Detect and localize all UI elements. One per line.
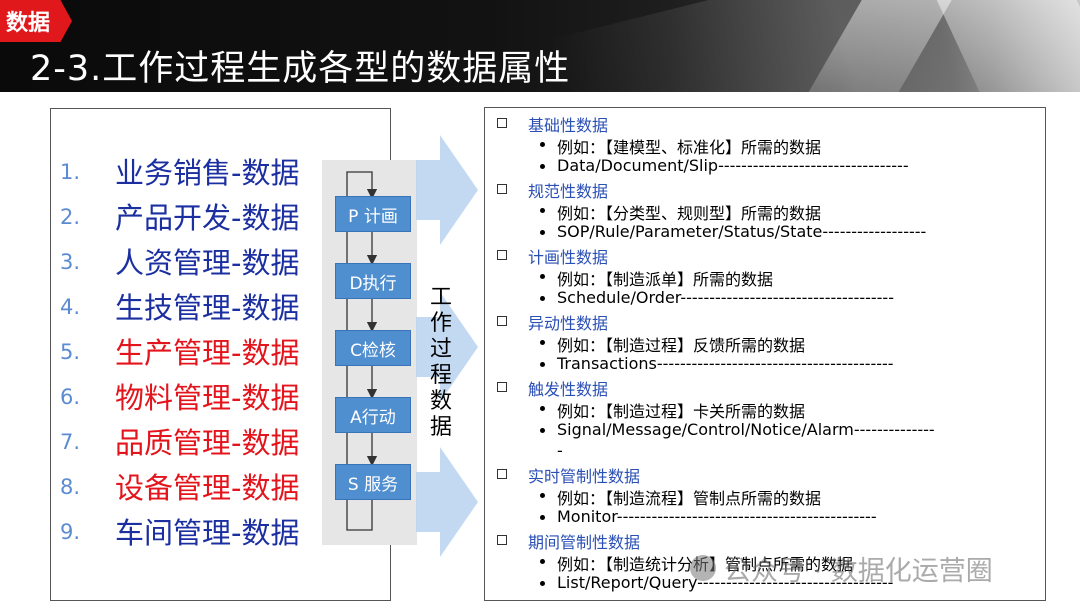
category-example: 例如：【建模型、标准化】所需的数据: [557, 138, 822, 157]
step-plan: P 计画: [335, 196, 411, 232]
bullet-icon: [540, 340, 545, 345]
department-label: 物料管理-数据: [115, 381, 300, 415]
category-example: 例如：【制造过程】反馈所需的数据: [557, 336, 806, 355]
department-number: 2.: [60, 205, 81, 229]
category-example: 例如：【制造过程】卡关所需的数据: [557, 402, 806, 421]
bullet-icon: [540, 296, 545, 301]
square-bullet-icon: [497, 382, 507, 392]
watermark: 公众号 · 数据化运营圈: [690, 548, 993, 588]
category-title: 计画性数据: [528, 248, 609, 267]
square-bullet-icon: [497, 184, 507, 194]
section-tag: [0, 0, 72, 42]
bullet-icon: [540, 406, 545, 411]
category-items-continued: -: [557, 441, 563, 460]
department-label: 产品开发-数据: [115, 201, 300, 235]
section-tag-label: 数据: [6, 11, 51, 36]
category-items: Monitor---------------------------------…: [557, 507, 877, 526]
bullet-icon: [540, 142, 545, 147]
department-label: 生产管理-数据: [115, 336, 300, 370]
category-example: 例如：【制造派单】所需的数据: [557, 270, 774, 289]
square-bullet-icon: [497, 316, 507, 326]
bullet-icon: [540, 274, 545, 279]
category-title: 基础性数据: [528, 116, 609, 135]
bullet-icon: [540, 164, 545, 169]
page-title: 2-3.工作过程生成各型的数据属性: [30, 49, 571, 89]
step-service: S 服务: [335, 464, 411, 500]
watermark-text: 公众号 · 数据化运营圈: [724, 555, 993, 587]
department-label: 品质管理-数据: [115, 426, 300, 460]
category-title: 期间管制性数据: [528, 533, 641, 552]
data-category-panel: [484, 107, 1046, 601]
category-items: Signal/Message/Control/Notice/Alarm-----…: [557, 420, 935, 439]
department-label: 人资管理-数据: [115, 246, 300, 280]
department-number: 7.: [60, 430, 81, 454]
bullet-icon: [540, 428, 545, 433]
category-title: 实时管制性数据: [528, 467, 641, 486]
flow-arrow: [416, 135, 478, 245]
category-title: 触发性数据: [528, 380, 609, 399]
category-items: List/Report/Query-----------------------…: [557, 573, 894, 592]
category-items: Data/Document/Slip----------------------…: [557, 156, 909, 175]
department-label: 设备管理-数据: [115, 471, 300, 505]
category-items: Transactions----------------------------…: [557, 354, 894, 373]
department-label: 生技管理-数据: [115, 291, 300, 325]
department-number: 3.: [60, 250, 81, 274]
department-number: 1.: [60, 160, 81, 184]
step-do: D执行: [335, 263, 411, 299]
category-items: Schedule/Order--------------------------…: [557, 288, 894, 307]
category-title: 异动性数据: [528, 314, 609, 333]
square-bullet-icon: [497, 535, 507, 545]
flow-arrow: [416, 447, 478, 557]
department-number: 9.: [60, 520, 81, 544]
department-label: 业务销售-数据: [115, 156, 300, 190]
square-bullet-icon: [497, 250, 507, 260]
bullet-icon: [540, 230, 545, 235]
square-bullet-icon: [497, 469, 507, 479]
department-number: 5.: [60, 340, 81, 364]
step-check: C检核: [335, 330, 411, 366]
title-banner: 数据 2-3.工作过程生成各型的数据属性: [0, 0, 1080, 92]
bullet-icon: [540, 362, 545, 367]
category-items: SOP/Rule/Parameter/Status/State---------…: [557, 222, 927, 241]
bullet-icon: [540, 208, 545, 213]
bullet-icon: [540, 581, 545, 586]
square-bullet-icon: [497, 118, 507, 128]
category-example: 例如：【分类型、规则型】所需的数据: [557, 204, 822, 223]
department-number: 8.: [60, 475, 81, 499]
step-act: A行动: [335, 397, 411, 433]
category-title: 规范性数据: [528, 182, 609, 201]
vertical-label: 工作过程数据: [429, 285, 452, 440]
department-number: 6.: [60, 385, 81, 409]
category-example: 例如：【制造流程】管制点所需的数据: [557, 489, 822, 508]
bullet-icon: [540, 515, 545, 520]
bullet-icon: [540, 493, 545, 498]
bullet-icon: [540, 559, 545, 564]
department-number: 4.: [60, 295, 81, 319]
wechat-logo-icon: [690, 555, 716, 581]
department-label: 车间管理-数据: [115, 516, 300, 550]
